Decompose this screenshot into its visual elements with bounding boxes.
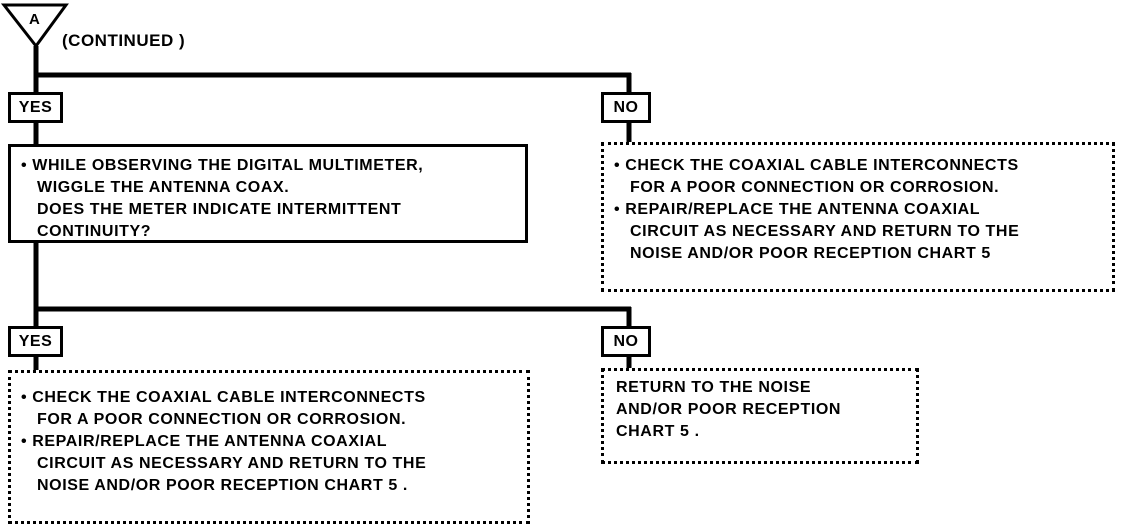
- yes2-action-box: • CHECK THE COAXIAL CABLE INTERCONNECTS …: [8, 370, 530, 524]
- no2-line-1: RETURN TO THE NOISE: [616, 379, 812, 396]
- continued-label: (CONTINUED ): [62, 31, 186, 50]
- no2-line-3: CHART 5 .: [616, 423, 700, 440]
- question-line-4: CONTINUITY?: [37, 223, 152, 240]
- no1-line-3: • REPAIR/REPLACE THE ANTENNA COAXIAL: [614, 201, 981, 218]
- question-line-2: WIGGLE THE ANTENNA COAX.: [37, 179, 290, 196]
- no1-line-1: • CHECK THE COAXIAL CABLE INTERCONNECTS: [614, 157, 1019, 174]
- connector-letter: A: [29, 11, 41, 28]
- no1-line-4: CIRCUIT AS NECESSARY AND RETURN TO THE: [630, 223, 1020, 240]
- no-branch-1: NO: [601, 92, 651, 123]
- no1-action-box: • CHECK THE COAXIAL CABLE INTERCONNECTS …: [601, 142, 1115, 292]
- question-box: • WHILE OBSERVING THE DIGITAL MULTIMETER…: [8, 144, 528, 243]
- yes-branch-1: YES: [8, 92, 63, 123]
- no1-line-2: FOR A POOR CONNECTION OR CORROSION.: [630, 179, 1000, 196]
- yes2-line-3: • REPAIR/REPLACE THE ANTENNA COAXIAL: [21, 433, 388, 450]
- no2-line-2: AND/OR POOR RECEPTION: [616, 401, 842, 418]
- connector-triangle: [0, 3, 69, 49]
- question-line-3: DOES THE METER INDICATE INTERMITTENT: [37, 201, 402, 218]
- yes2-line-1: • CHECK THE COAXIAL CABLE INTERCONNECTS: [21, 389, 426, 406]
- yes2-line-2: FOR A POOR CONNECTION OR CORROSION.: [37, 411, 407, 428]
- yes-branch-2: YES: [8, 326, 63, 357]
- question-line-1: • WHILE OBSERVING THE DIGITAL MULTIMETER…: [21, 157, 424, 174]
- yes2-line-4: CIRCUIT AS NECESSARY AND RETURN TO THE: [37, 455, 427, 472]
- no1-line-5: NOISE AND/OR POOR RECEPTION CHART 5: [630, 245, 991, 262]
- yes2-line-5: NOISE AND/OR POOR RECEPTION CHART 5 .: [37, 477, 408, 494]
- no2-action-box: RETURN TO THE NOISE AND/OR POOR RECEPTIO…: [601, 368, 919, 464]
- no-branch-2: NO: [601, 326, 651, 357]
